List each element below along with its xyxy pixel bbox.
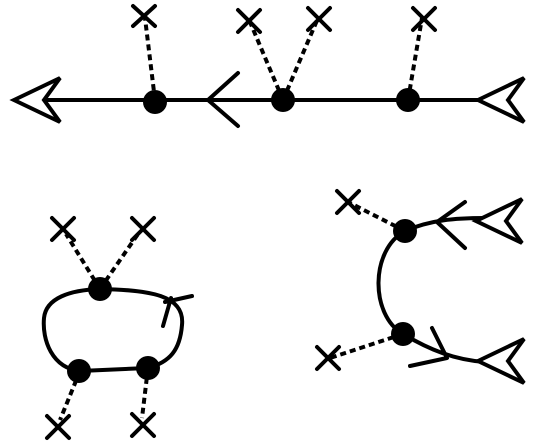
top-cross-icon-3: [306, 6, 332, 32]
top-cross-icon-4: [411, 6, 437, 32]
loop-vertex-bottom-left: [67, 359, 91, 383]
top-vertex-3: [396, 88, 420, 112]
top-dashed-line-4: [406, 17, 424, 101]
arc-lower-arrow-icon: [408, 326, 449, 368]
top-cross-icon-2: [236, 8, 262, 34]
top-dashed-line-3: [281, 17, 320, 101]
arc-cross-icon-2: [315, 345, 341, 371]
loop-dashed-line-4: [140, 367, 150, 419]
top-vertex-1: [143, 90, 167, 114]
arc-vertex-bottom: [391, 322, 415, 346]
top-propagator-arrow-icon: [206, 71, 240, 128]
diagram-bottom-left: [41, 216, 194, 440]
loop-dashed-line-3: [58, 370, 82, 421]
diagram-top: [9, 4, 526, 128]
loop-vertex-top: [88, 277, 112, 301]
arc-lower-open-arrow-head-icon: [473, 337, 526, 385]
diagram-bottom-right: [315, 189, 526, 385]
arc-cross-icon-1: [335, 189, 361, 215]
loop-line: [41, 287, 185, 373]
arc-vertex-top: [393, 219, 417, 243]
top-dashed-line-2: [248, 21, 285, 101]
top-dashed-line-1: [143, 17, 157, 101]
arc-dashed-line-2: [329, 332, 404, 360]
top-vertex-2: [271, 88, 295, 112]
loop-cross-icon-1: [50, 216, 76, 242]
arc-upper-open-arrow-head-icon: [471, 197, 524, 245]
right-open-arrow-head-icon: [473, 76, 526, 124]
arc-upper-arrow-icon: [435, 200, 467, 250]
arc-line: [376, 229, 407, 336]
loop-vertex-bottom-right: [136, 356, 160, 380]
loop-arrow-icon: [161, 294, 194, 328]
top-cross-icon-1: [131, 4, 157, 28]
left-open-arrow-head-icon: [9, 76, 62, 124]
loop-cross-icon-4: [130, 412, 156, 438]
loop-cross-icon-2: [130, 216, 156, 242]
loop-cross-icon-3: [45, 414, 71, 440]
